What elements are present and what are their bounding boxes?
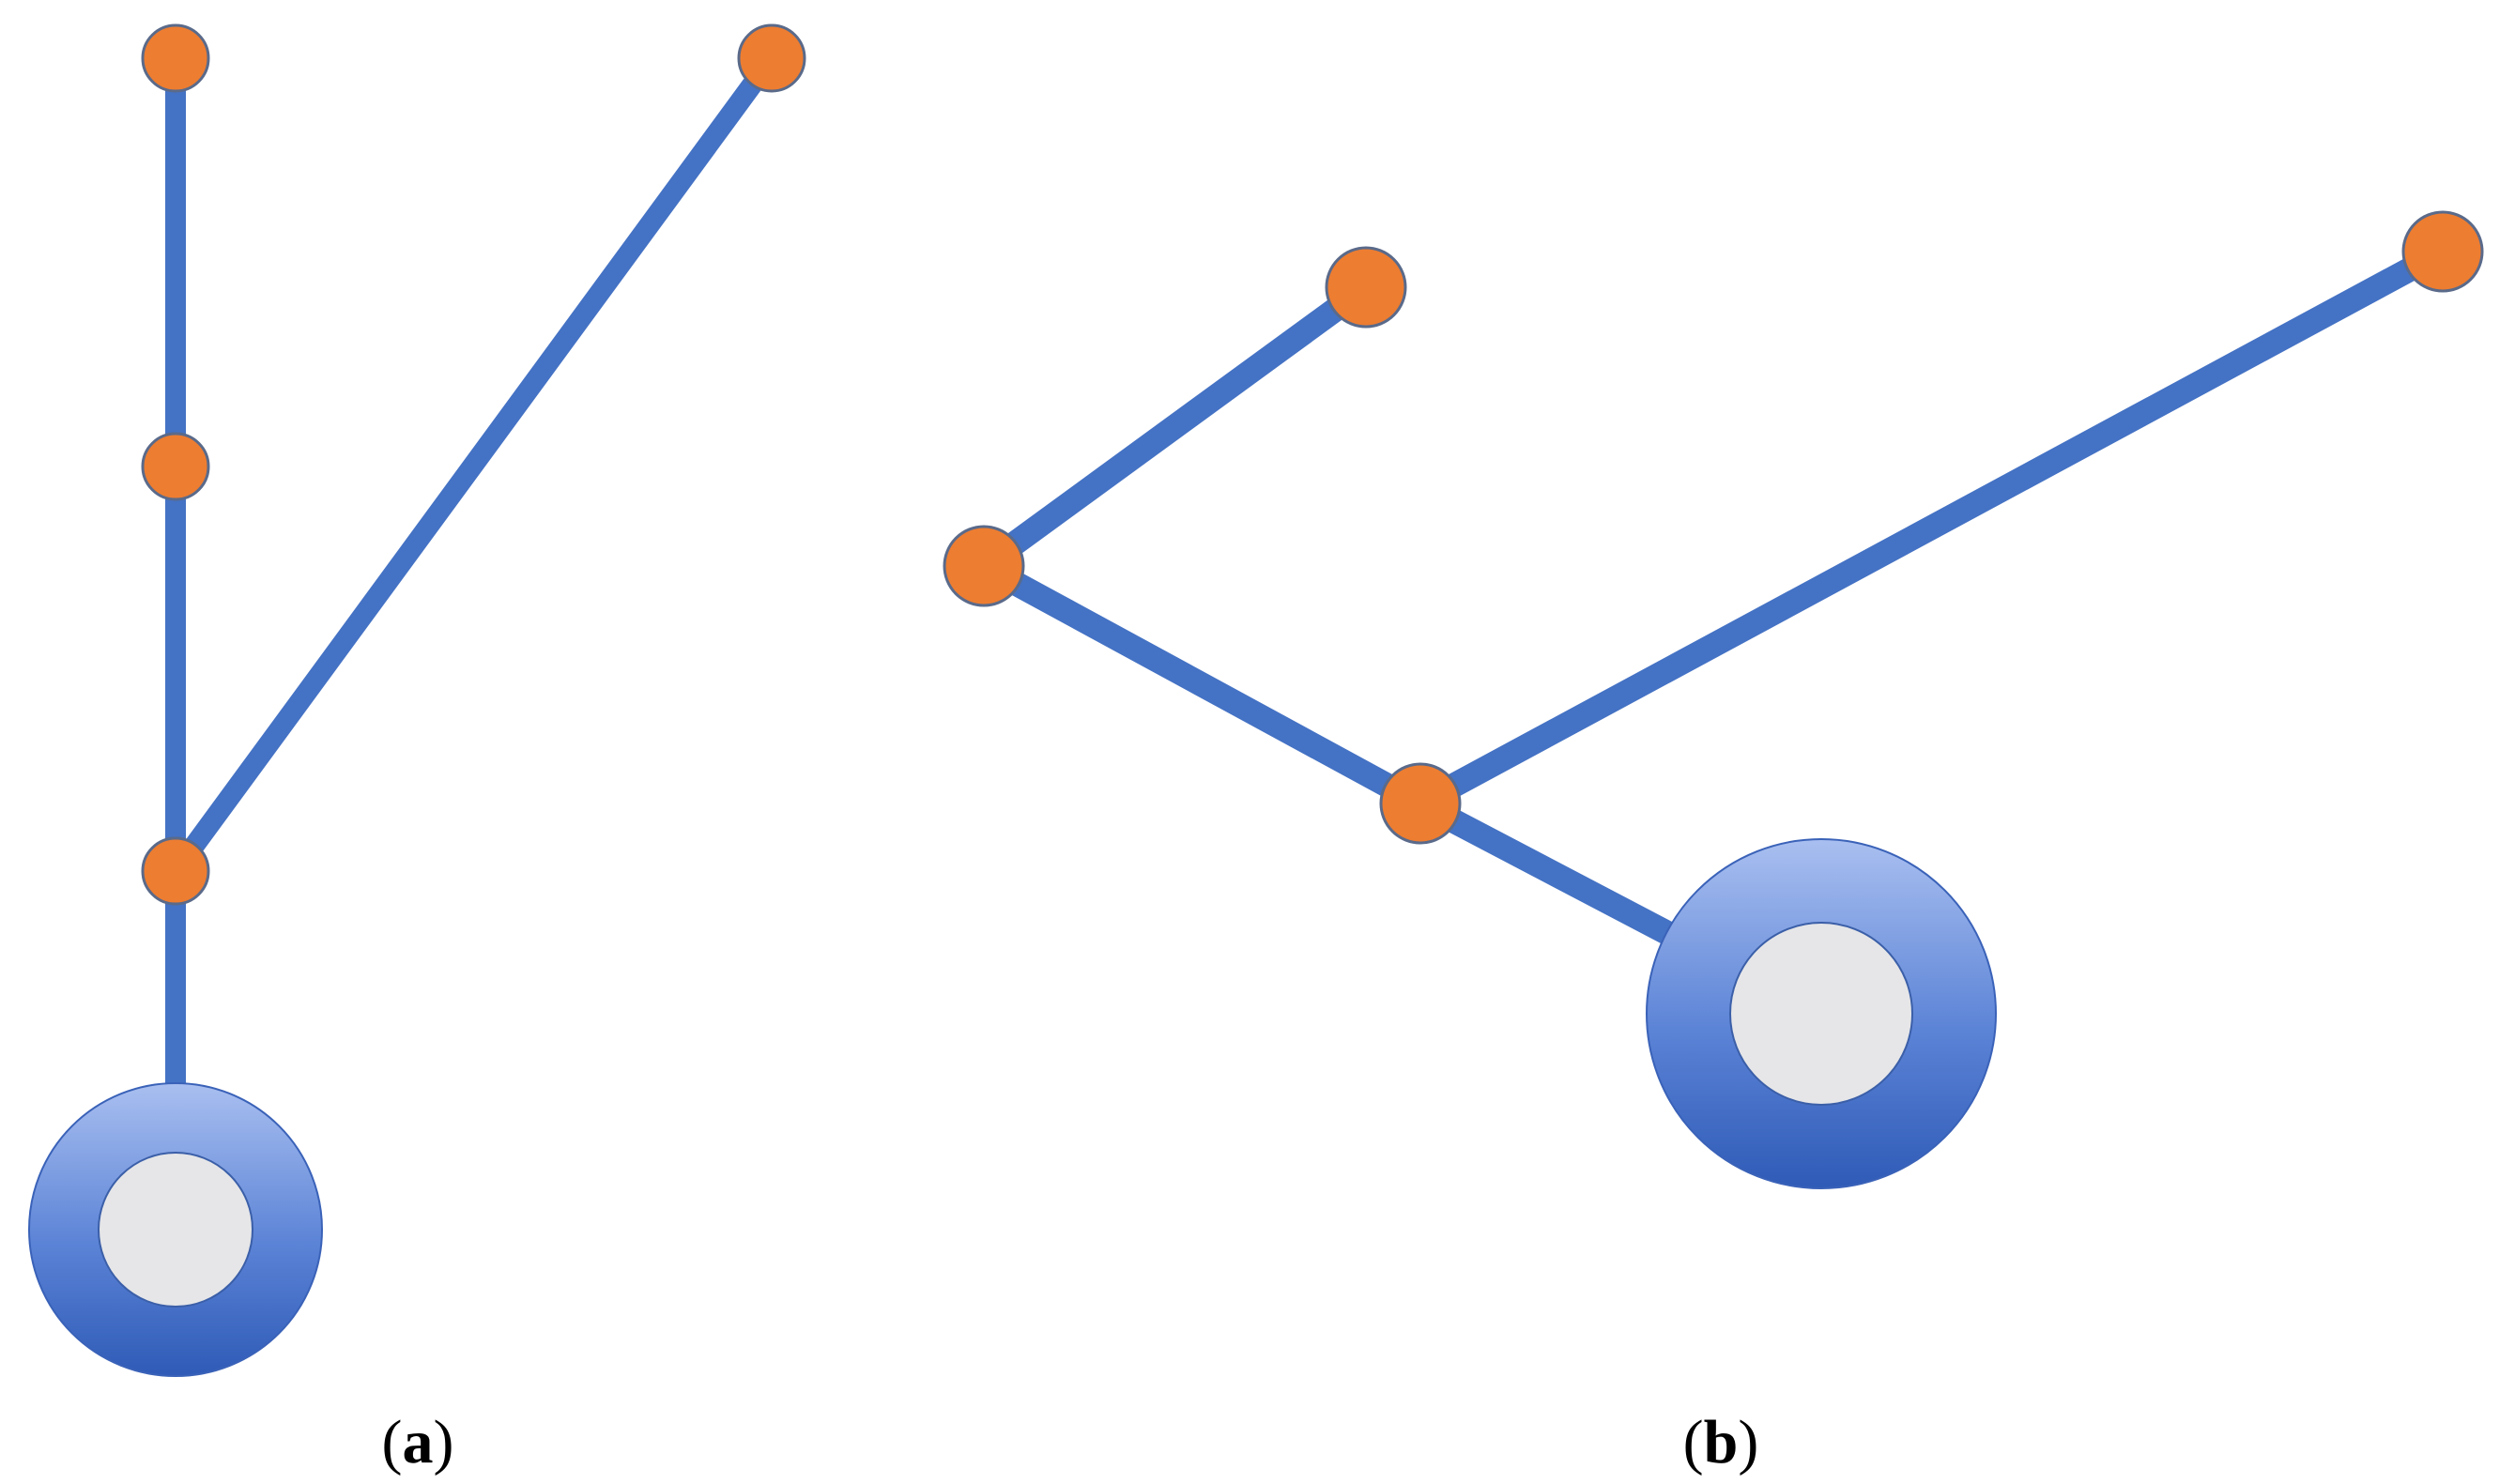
- node-b-branch: [1379, 762, 1462, 845]
- panel-b-caption: (b): [1683, 1408, 1759, 1476]
- edge-b-left-node-to-upper-node: [976, 277, 1373, 576]
- root-node-a-center: [98, 1152, 253, 1308]
- panel-a-edges: [165, 52, 780, 1230]
- panel-b: (b): [943, 210, 2484, 1476]
- edge-b-branch-node-to-left-node: [977, 555, 1427, 815]
- panel-b-root: [1646, 838, 1997, 1189]
- node-b-left: [943, 525, 1025, 607]
- node-a-branch: [141, 836, 210, 906]
- node-a-top-right: [737, 23, 806, 93]
- panel-a-caption: (a): [382, 1408, 454, 1476]
- panel-b-nodes: [943, 210, 2484, 845]
- panel-a: (a): [28, 23, 806, 1476]
- panel-a-root: [28, 1082, 323, 1377]
- node-a-top-left: [141, 23, 210, 93]
- edge-b-branch-node-to-far-right-node: [1414, 240, 2449, 815]
- node-b-far-right: [2401, 210, 2484, 293]
- panel-a-nodes: [141, 23, 806, 906]
- edge-a-branch-node-to-top-right-node: [167, 52, 780, 878]
- node-a-middle: [141, 432, 210, 501]
- root-node-b-center: [1729, 922, 1913, 1106]
- node-b-upper: [1325, 246, 1407, 329]
